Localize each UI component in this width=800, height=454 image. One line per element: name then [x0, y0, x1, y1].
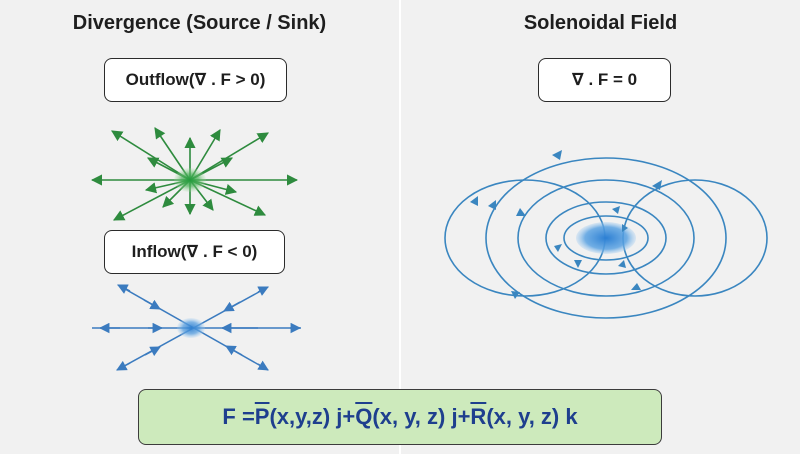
- formula-p: P: [254, 404, 270, 429]
- solenoidal-label: ∇ . F = 0: [538, 58, 671, 102]
- divergence-title: Divergence (Source / Sink): [72, 12, 327, 34]
- sink-inflow-arrows: [92, 284, 302, 371]
- formula-q-args: (x, y, z) j+: [372, 404, 471, 429]
- formula-r-args: (x, y, z) k: [486, 404, 578, 429]
- solenoidal-title: Solenoidal Field: [523, 12, 678, 34]
- formula-q: Q: [355, 404, 373, 429]
- outflow-label: Outflow(∇ . F > 0): [104, 58, 287, 102]
- panel-divider: [399, 0, 401, 454]
- source-outflow-arrows: [90, 127, 299, 221]
- solenoidal-loops: [444, 150, 768, 319]
- vector-field-formula: F = P(x,y,z) j+Q(x, y, z) j+R (x, y, z) …: [138, 389, 662, 445]
- formula-lhs: F =: [222, 404, 255, 429]
- formula-r: R: [470, 404, 487, 429]
- inflow-label: Inflow(∇ . F < 0): [104, 230, 285, 274]
- formula-p-args: (x,y,z) j+: [269, 404, 356, 429]
